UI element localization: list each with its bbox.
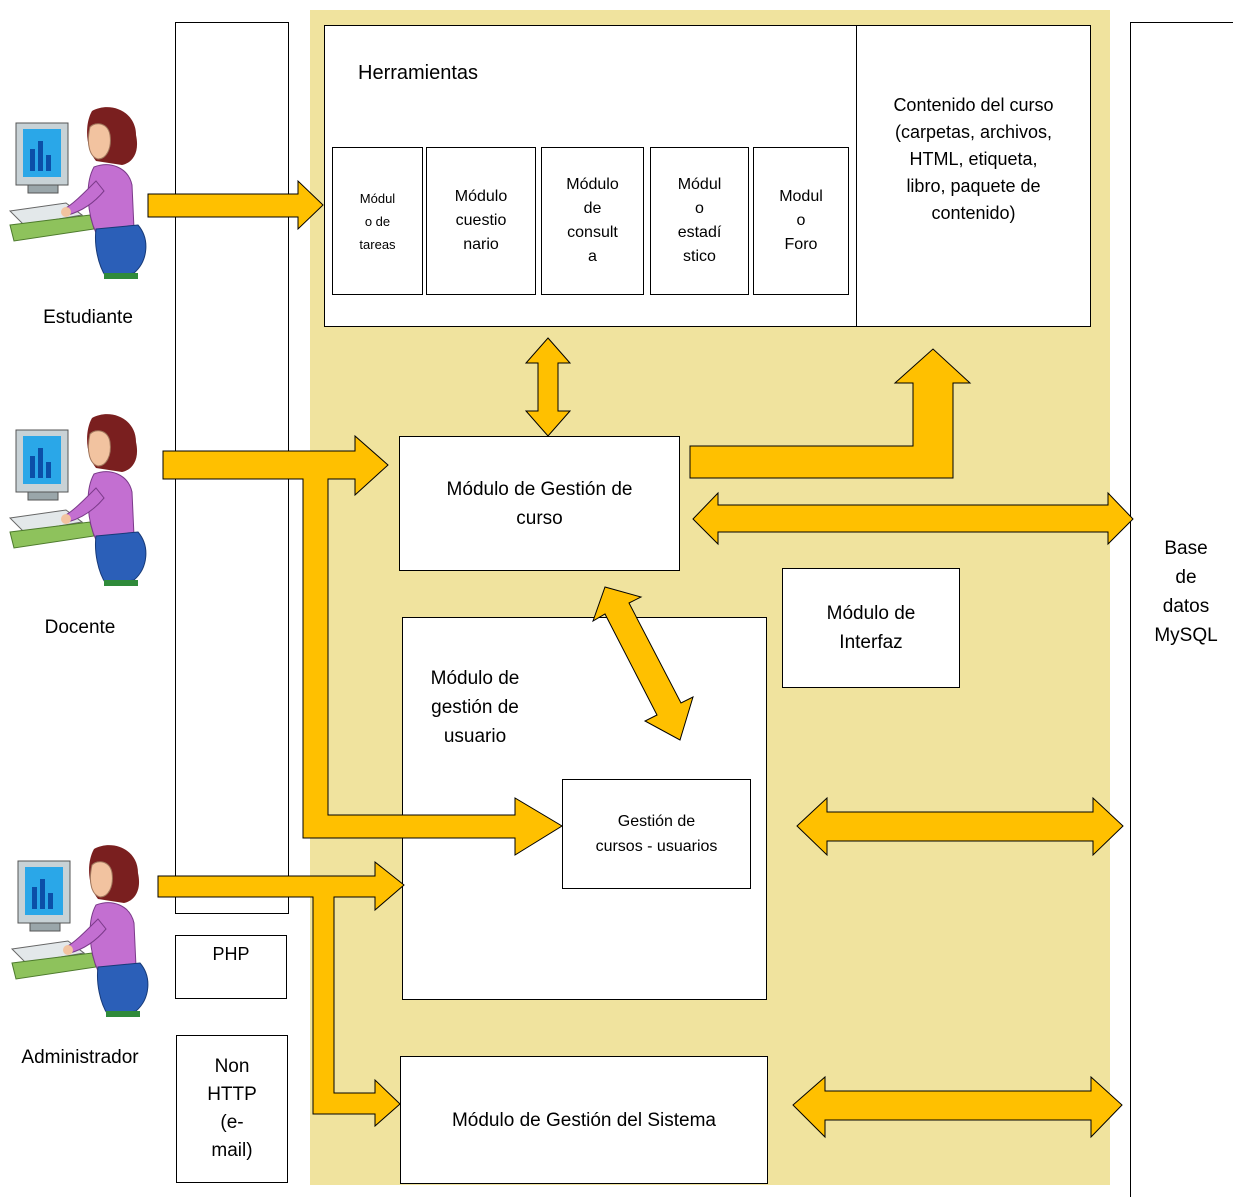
arrow-sistema-database [792,1075,1123,1139]
modulo-foro: Modul o Foro [753,147,849,295]
modulo-cuestionario: Módulo cuestio nario [426,147,536,295]
modulo-interfaz: Módulo de Interfaz [782,568,960,688]
estudiante-figure [9,106,147,280]
modulo-consulta: Módulo de consult a [541,147,644,295]
non-http-box: Non HTTP (e- mail) [176,1035,288,1183]
arrow-gestion-usuario-gestion-curso [592,586,694,741]
php-box: PHP [175,935,287,999]
actor-estudiante-label: Estudiante [43,307,133,328]
modulo-gestion-sistema: Módulo de Gestión del Sistema [400,1056,768,1184]
arrow-gestion-curso-database [692,491,1134,546]
administrador-figure [11,844,149,1018]
arrow-usuarios-database [796,796,1124,857]
gestion-cursos-usuarios: Gestión de cursos - usuarios [562,779,751,889]
database-bar [1130,22,1233,1197]
actor-administrador-label: Administrador [21,1047,139,1068]
modulo-tareas: Módul o de tareas [332,147,423,295]
herramientas-title: Herramientas [358,62,479,84]
arrow-docente-gestion-curso [162,434,563,856]
modulo-gestion-curso: Módulo de Gestión de curso [399,436,680,571]
database-label: Base de datos MySQL [1154,538,1218,646]
docente-figure [9,413,147,587]
modulo-gestion-usuario-label: Módulo de gestión de usuario [430,668,520,747]
actor-docente-label: Docente [44,617,116,638]
arrow-herramientas-gestion-curso [524,337,572,437]
contenido-del-curso: Contenido del curso (carpetas, archivos,… [856,25,1091,327]
arrow-administrador-gestion-usuario [157,860,405,1128]
arrow-gestion-curso-contenido [689,348,972,479]
modulo-estadistico: Módul o estadí stico [650,147,749,295]
arrow-estudiante-herramientas [147,179,324,231]
